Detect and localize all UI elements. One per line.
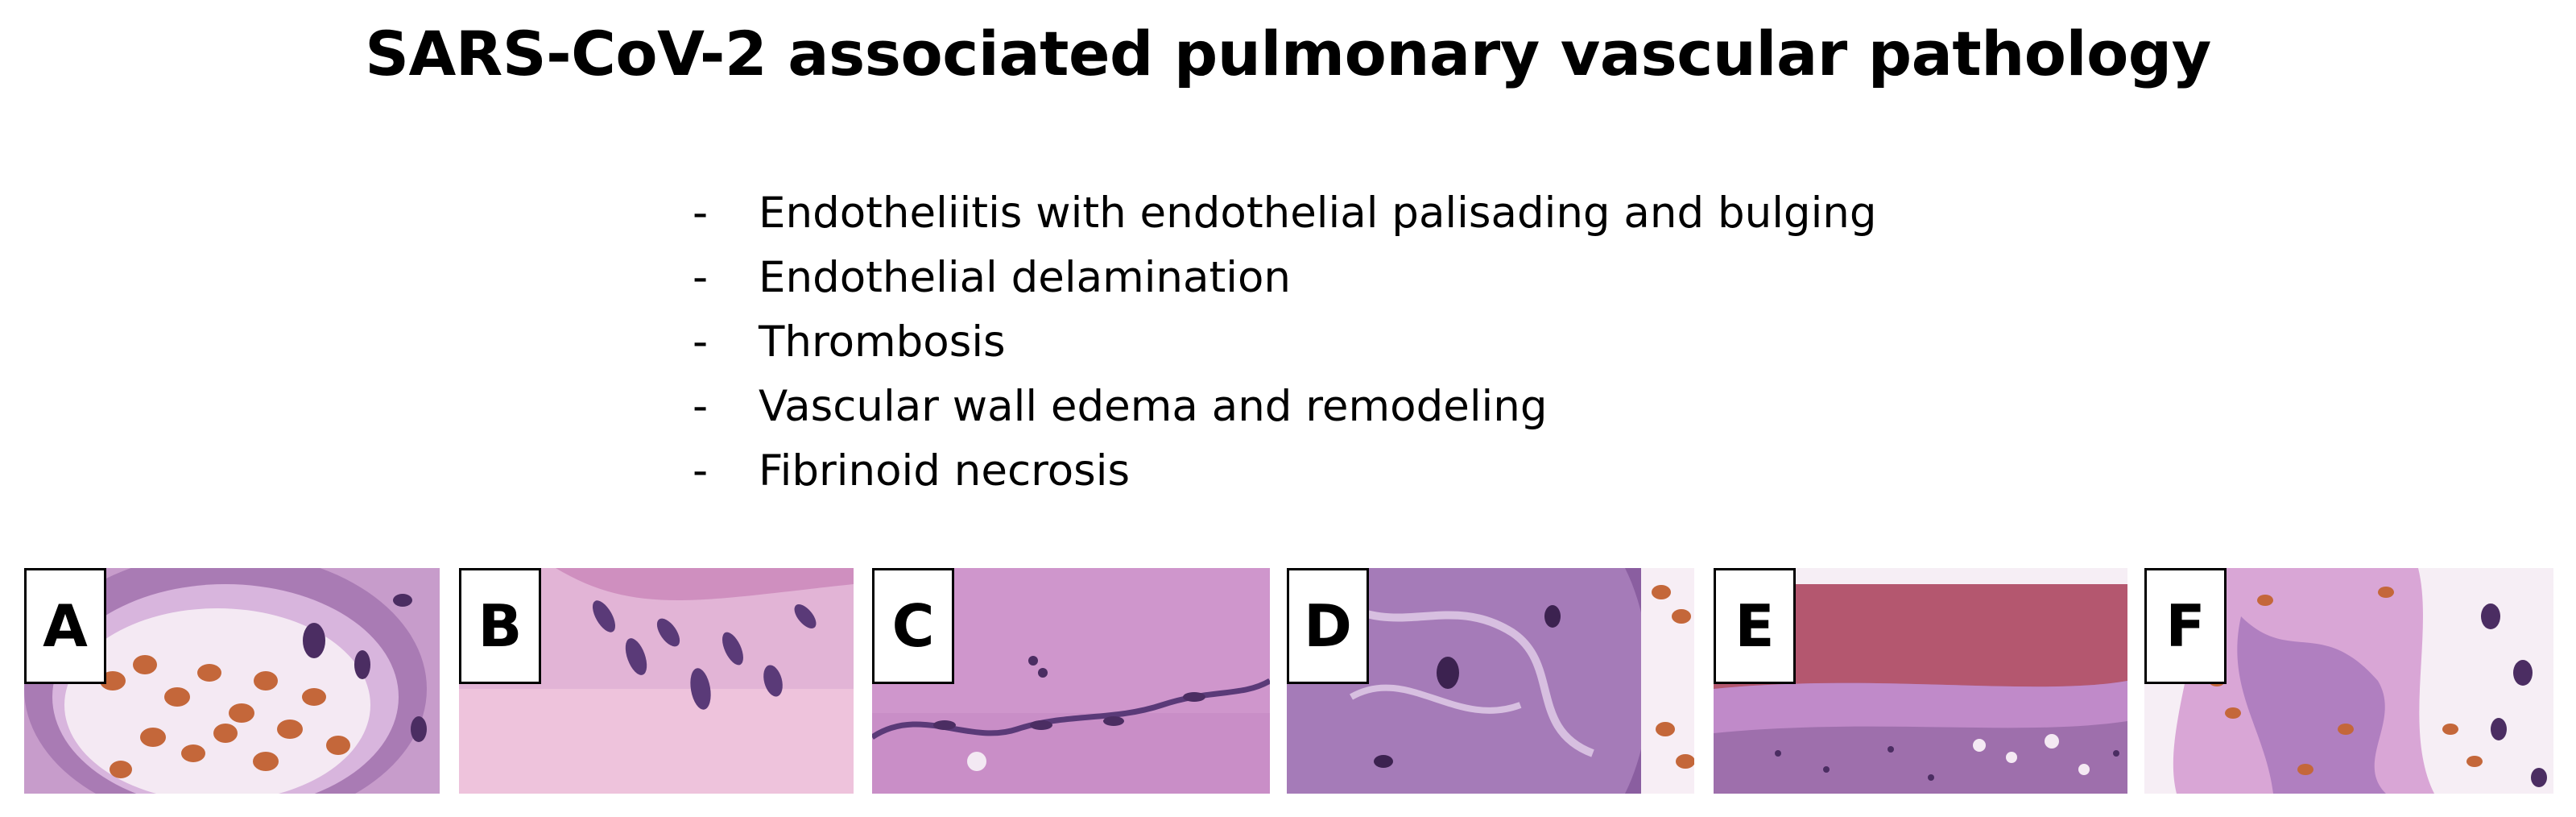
finding-text: Vascular wall edema and remodeling <box>759 382 1548 431</box>
histology-image-a <box>24 568 440 794</box>
bullet-dash: - <box>693 382 709 431</box>
finding-item: -Fibrinoid necrosis <box>693 439 1877 504</box>
finding-text: Endotheliitis with endothelial palisadin… <box>759 189 1877 238</box>
histology-panel-f: F <box>2144 568 2553 794</box>
slide-title: SARS-CoV-2 associated pulmonary vascular… <box>365 18 2211 89</box>
finding-item: - Endothelial delamination <box>693 246 1877 310</box>
finding-item: -Thrombosis <box>693 310 1877 375</box>
histology-panel-e: E <box>1714 568 2127 794</box>
panel-label: B <box>459 568 541 684</box>
bullet-dash: - <box>693 317 709 367</box>
finding-text: Endothelial delamination <box>759 253 1292 302</box>
finding-text: Thrombosis <box>759 317 1006 367</box>
finding-item: - Endotheliitis with endothelial palisadi… <box>693 181 1877 246</box>
finding-item: - Vascular wall edema and remodeling <box>693 375 1877 439</box>
histology-panel-c: C <box>872 568 1270 794</box>
bullet-dash: - <box>693 446 709 496</box>
panel-label: F <box>2144 568 2227 684</box>
bullet-dash: - <box>693 189 709 238</box>
bullet-dash: - <box>693 253 709 302</box>
histology-image-f <box>2144 568 2553 794</box>
panel-label: E <box>1714 568 1796 684</box>
findings-list: - Endotheliitis with endothelial palisadi… <box>693 181 1877 504</box>
histology-panel-d: D <box>1287 568 1694 794</box>
histology-image-c <box>872 568 1270 794</box>
finding-text: Fibrinoid necrosis <box>759 446 1131 496</box>
histology-panel-b: B <box>459 568 854 794</box>
panel-label: D <box>1287 568 1369 684</box>
histology-panel-a: A <box>24 568 440 794</box>
panel-label: C <box>872 568 954 684</box>
panel-label: A <box>24 568 106 684</box>
